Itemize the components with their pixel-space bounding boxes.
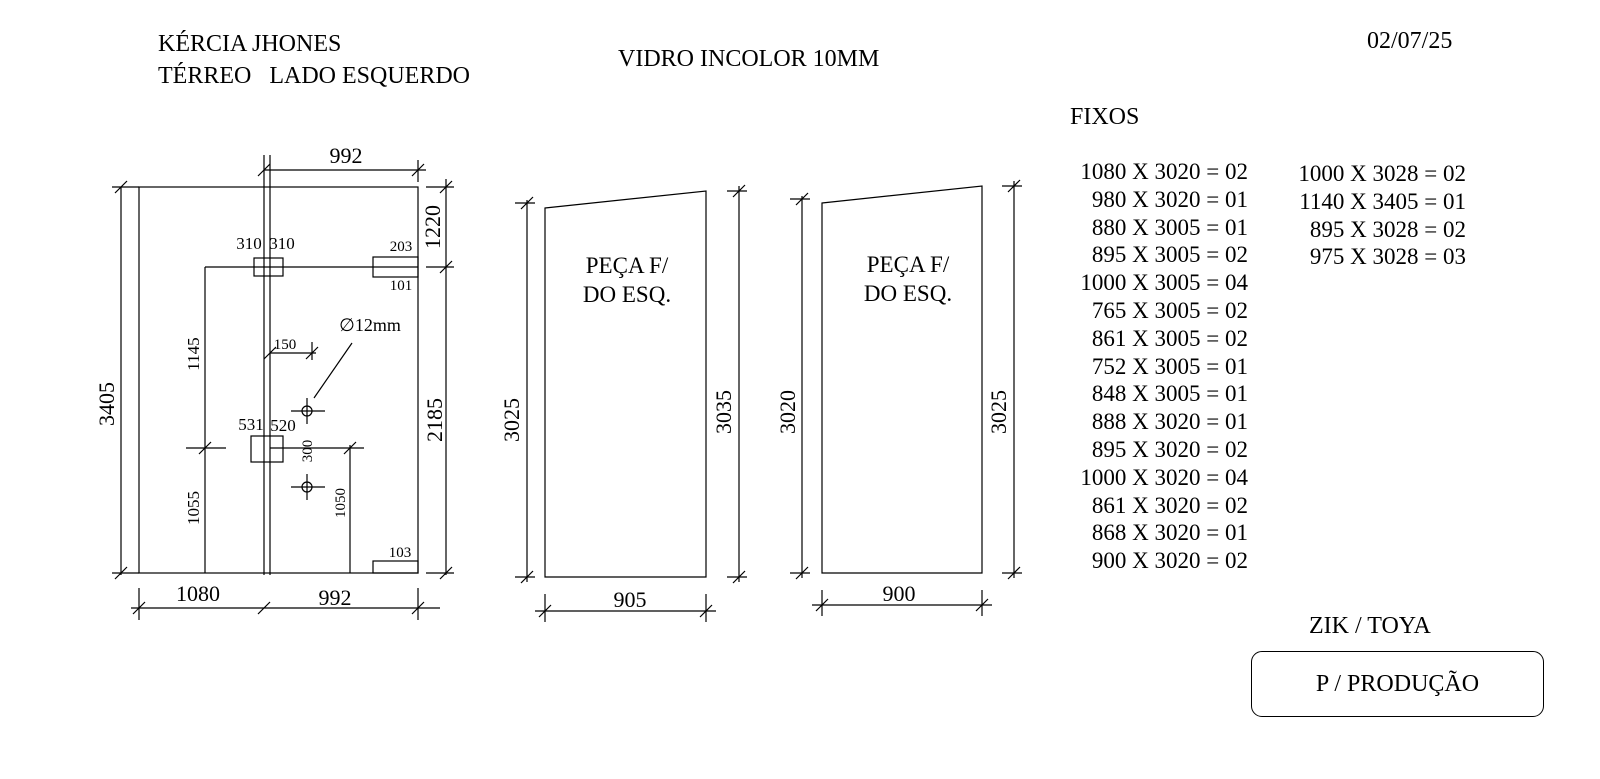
fixos-entry: 861 X 3005 = 02 — [1091, 325, 1248, 351]
panel-two-dim-bottom: 905 — [614, 587, 647, 612]
dim-bottom-right: 992 — [319, 585, 352, 610]
dim-height: 3405 — [94, 382, 119, 426]
dim-300: 300 — [300, 440, 316, 463]
fixos-entry: 1000 X 3028 = 02 — [1298, 161, 1466, 186]
fixos-entry: 895 X 3028 = 02 — [1309, 216, 1466, 242]
production-stamp-label: P / PRODUÇÃO — [1315, 670, 1480, 697]
dim-top: 992 — [330, 143, 363, 168]
dim-right-lower: 2185 — [422, 398, 447, 442]
panel-three-dim-bottom: 900 — [883, 581, 916, 606]
fixos-entry: 1000 X 3005 = 04 — [1080, 270, 1248, 296]
fixos-entry: 868 X 3020 = 01 — [1091, 520, 1248, 546]
fixos-entry: 880 X 3005 = 01 — [1091, 214, 1248, 240]
fixos-entry: 895 X 3005 = 02 — [1091, 242, 1248, 268]
notch-top-right-height: 101 — [390, 278, 413, 294]
team-label: ZIK / TOYA — [1309, 613, 1431, 639]
dim-1055: 1055 — [184, 491, 203, 525]
notch-top-right-width: 203 — [390, 239, 413, 255]
dim-1050: 1050 — [333, 488, 349, 518]
dim-1145: 1145 — [184, 337, 203, 370]
fixos-entry: 980 X 3020 = 01 — [1091, 186, 1248, 212]
fixos-entry: 1000 X 3020 = 04 — [1080, 464, 1248, 490]
panel-two-dim-left: 3025 — [499, 398, 524, 442]
fixos-title: FIXOS — [1070, 104, 1140, 130]
panel-two-label-line1: PEÇA F/ — [586, 253, 669, 278]
panel-three-label-line2: DO ESQ. — [864, 281, 952, 306]
fixos-entry: 752 X 3005 = 01 — [1091, 353, 1248, 379]
dim-bottom-left: 1080 — [176, 581, 220, 606]
dim-right-upper: 1220 — [420, 205, 445, 249]
date-label: 02/07/25 — [1367, 28, 1453, 54]
material-label: VIDRO INCOLOR 10MM — [618, 46, 880, 72]
panel-two-outline — [515, 184, 747, 622]
notch-right-label: 310 — [269, 234, 295, 253]
fixos-entry: 1080 X 3020 = 02 — [1080, 159, 1248, 184]
production-stamp: P / PRODUÇÃO — [1251, 651, 1544, 717]
fixos-entry: 895 X 3020 = 02 — [1091, 436, 1248, 462]
panel-three-dim-right: 3025 — [986, 390, 1011, 434]
fixos-entry: 975 X 3028 = 03 — [1309, 244, 1466, 270]
panel-three-outline — [790, 179, 1022, 616]
panel-three-dim-left: 3020 — [775, 390, 800, 434]
panel-two-label-line2: DO ESQ. — [583, 282, 671, 307]
fixos-entry: 765 X 3005 = 02 — [1091, 297, 1248, 323]
location-label: TÉRREO LADO ESQUERDO — [158, 63, 470, 89]
notch-mid-right: 520 — [270, 416, 296, 435]
dim-150: 150 — [274, 337, 297, 353]
fixos-entry: 900 X 3020 = 02 — [1091, 548, 1248, 574]
notch-bottom-right: 103 — [389, 545, 412, 561]
fixos-entry: 888 X 3020 = 01 — [1091, 409, 1248, 435]
fixos-entry: 861 X 3020 = 02 — [1091, 492, 1248, 518]
hole-diameter: ∅12mm — [339, 315, 401, 335]
panel-two-dim-right: 3035 — [711, 390, 736, 434]
client-name: KÉRCIA JHONES — [158, 31, 342, 57]
fixos-entry: 848 X 3005 = 01 — [1091, 381, 1248, 407]
fixos-entry: 1140 X 3405 = 01 — [1299, 188, 1466, 214]
notch-left-label: 310 — [236, 234, 262, 253]
panel-main-outline — [112, 155, 454, 620]
panel-three-label-line1: PEÇA F/ — [867, 252, 950, 277]
notch-mid-left: 531 — [238, 415, 264, 434]
